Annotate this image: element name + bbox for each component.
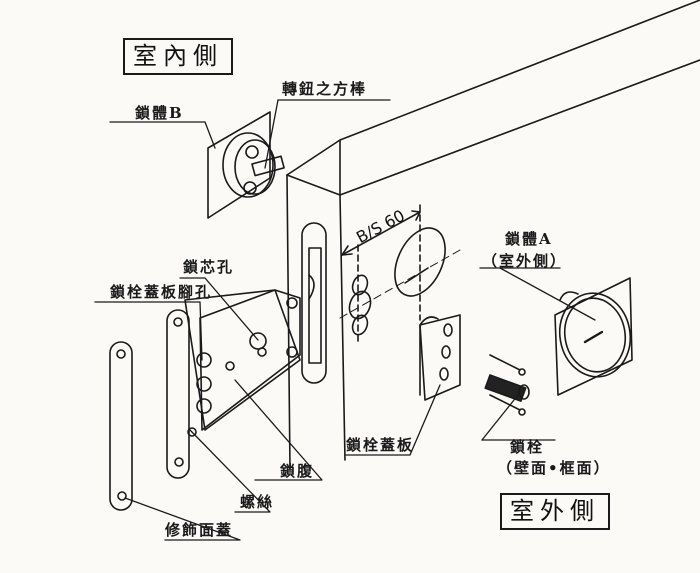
latch-drawing <box>484 354 530 416</box>
label-latch-cover-plate: 鎖栓蓋板 <box>346 436 415 454</box>
label-lock-body-b: 鎖體B <box>135 104 184 122</box>
label-latch-cover-plate-leg-hole: 鎖栓蓋板腳孔 <box>110 283 213 301</box>
door-holes <box>339 227 461 336</box>
label-knob-square-bar: 轉鈕之方棒 <box>282 80 368 98</box>
door <box>286 0 700 471</box>
face-plate-drawing <box>166 309 190 479</box>
label-lock-body-a-sub: （室外側） <box>482 252 568 270</box>
indoor-side-title: 室內側 <box>123 38 233 75</box>
label-lock-case: 鎖腹 <box>280 462 315 480</box>
trim-cover-drawing <box>109 341 133 511</box>
label-lock-core-hole: 鎖芯孔 <box>183 258 235 276</box>
lock-case-drawing <box>184 289 301 437</box>
outdoor-side-title: 室外側 <box>500 493 610 530</box>
leader-lines <box>94 99 596 541</box>
label-latch-sub: （壁面•框面） <box>497 459 611 477</box>
label-latch: 鎖栓 <box>510 438 545 456</box>
label-lock-body-a: 鎖體A <box>505 230 553 248</box>
lock-body-b-drawing <box>207 111 285 219</box>
latch-cover-plate-drawing <box>419 314 461 401</box>
label-screw: 螺絲 <box>240 493 275 511</box>
lock-body-a-drawing <box>554 277 633 396</box>
label-trim-cover: 修飾面蓋 <box>165 521 234 539</box>
